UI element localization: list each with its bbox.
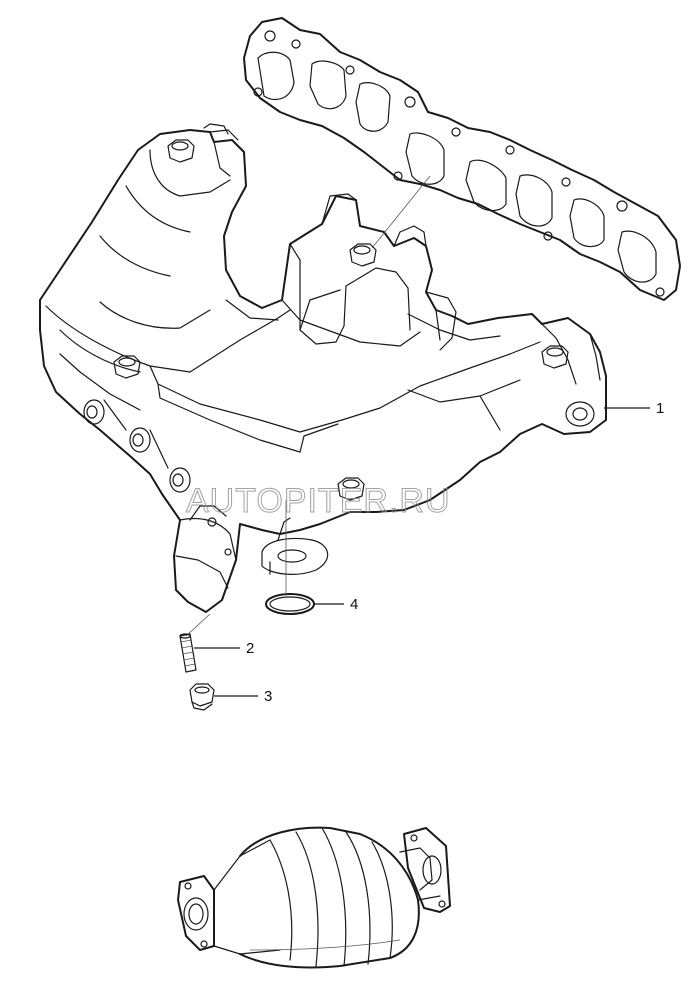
catalytic-converter — [177, 826, 451, 969]
flange-nut — [189, 683, 215, 711]
callout-1: 1 — [604, 400, 664, 417]
callout-3-label: 3 — [264, 688, 272, 705]
nut-left-mid — [113, 355, 141, 379]
manifold-gasket — [243, 17, 681, 301]
gasket-leader — [371, 175, 431, 249]
nut-bottom — [337, 477, 365, 501]
callout-1-label: 1 — [656, 400, 664, 417]
watermark-text: AUTOPITER.RU — [186, 482, 451, 520]
callout-2-label: 2 — [246, 640, 254, 657]
callout-3: 3 — [214, 688, 272, 705]
callout-2: 2 — [194, 640, 254, 657]
nut-top-left — [167, 139, 195, 163]
stud-bolt — [179, 613, 211, 673]
callout-4: 4 — [314, 596, 358, 613]
nut-right — [541, 345, 569, 369]
nut-center — [349, 243, 377, 267]
exhaust-manifold — [39, 123, 607, 613]
callout-4-label: 4 — [350, 596, 358, 613]
manifold-nuts — [113, 139, 569, 501]
